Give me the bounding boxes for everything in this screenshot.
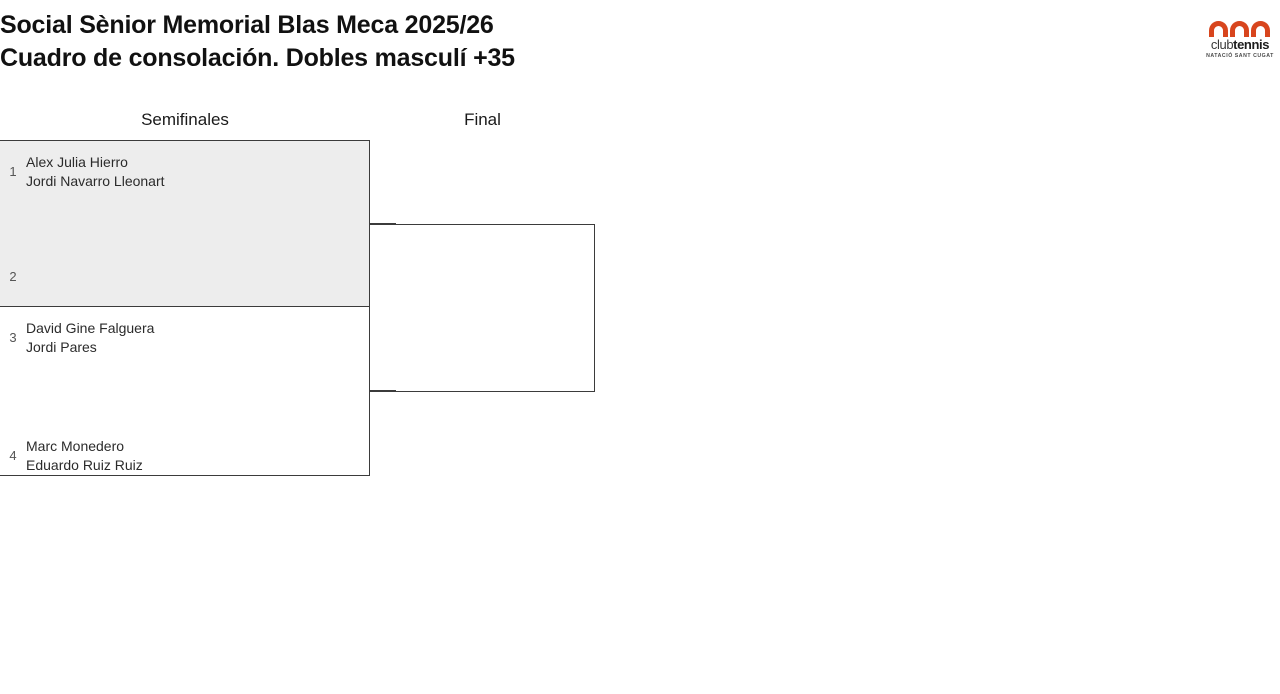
player-name-2: Jordi Pares (26, 339, 97, 355)
logo-arch-icon-2 (1230, 21, 1249, 37)
team-names: David Gine Falguera Jordi Pares (26, 319, 369, 357)
match-slot-1[interactable]: 1 Alex Julia Hierro Jordi Navarro Lleona… (0, 153, 369, 191)
logo-word-club: club (1210, 37, 1234, 52)
team-names: Marc Monedero Eduardo Ruiz Ruiz (26, 437, 369, 475)
round-header-final: Final (464, 110, 501, 129)
seed-number: 2 (9, 269, 17, 284)
team-names: Alex Julia Hierro Jordi Navarro Lleonart (26, 153, 369, 191)
player-name-1: Alex Julia Hierro (26, 154, 128, 170)
match-box-semifinal-1[interactable]: 1 Alex Julia Hierro Jordi Navarro Lleona… (0, 140, 370, 307)
page-title: Social Sènior Memorial Blas Meca 2025/26… (0, 9, 1100, 75)
match-slot-2[interactable]: 2 (0, 269, 369, 285)
connector-line-semifinal-1 (370, 223, 396, 224)
logo-word-tennis: tennis (1233, 37, 1270, 52)
seed-number: 1 (9, 164, 17, 179)
logo-wordmark: clubtennis (1206, 38, 1274, 52)
player-name-2: Eduardo Ruiz Ruiz (26, 457, 143, 473)
match-box-final[interactable] (369, 224, 595, 392)
seed-number: 3 (9, 330, 17, 345)
connector-line-semifinal-2 (370, 390, 396, 391)
match-box-semifinal-2[interactable]: 3 David Gine Falguera Jordi Pares 4 Marc… (0, 306, 370, 476)
match-slot-3[interactable]: 3 David Gine Falguera Jordi Pares (0, 319, 369, 357)
club-logo: clubtennis NATACIÓ SANT CUGAT (1206, 21, 1274, 61)
page-title-line-1: Social Sènior Memorial Blas Meca 2025/26 (0, 11, 494, 39)
round-header-semifinals: Semifinales (141, 110, 229, 129)
page-title-line-2: Cuadro de consolación. Dobles masculí +3… (0, 44, 515, 72)
logo-subtitle: NATACIÓ SANT CUGAT (1206, 53, 1274, 59)
player-name-1: David Gine Falguera (26, 320, 155, 336)
seed-number: 4 (9, 448, 17, 463)
player-name-1: Marc Monedero (26, 438, 125, 454)
logo-arch-icon-3 (1251, 21, 1270, 37)
logo-arch-icon-1 (1209, 21, 1228, 37)
logo-arches-icon (1209, 21, 1271, 37)
match-slot-4[interactable]: 4 Marc Monedero Eduardo Ruiz Ruiz (0, 437, 369, 475)
player-name-2: Jordi Navarro Lleonart (26, 173, 165, 189)
